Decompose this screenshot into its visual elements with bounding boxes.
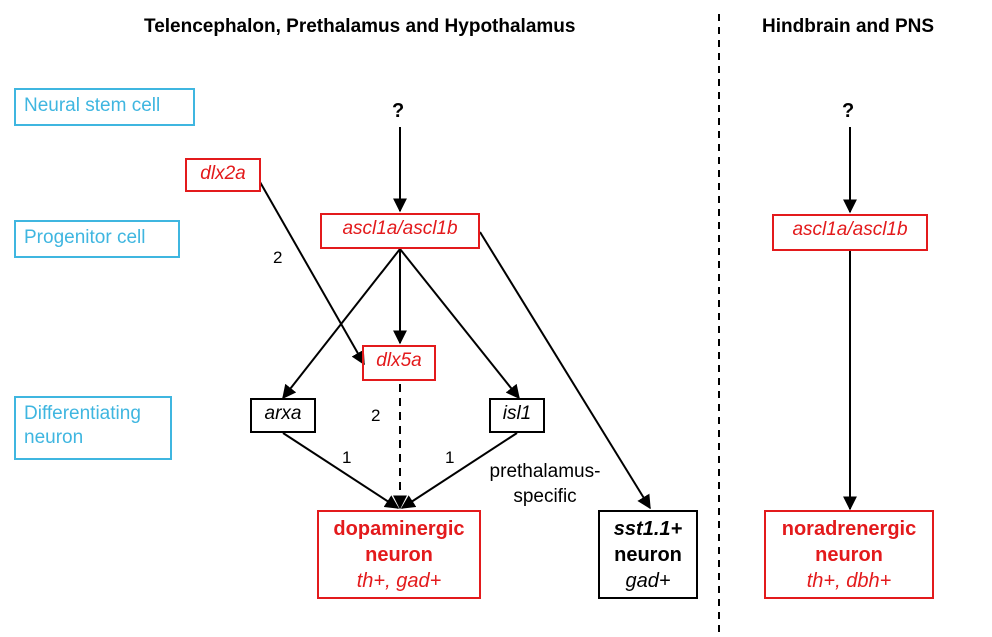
stage-progenitor-cell: Progenitor cell [14,220,180,258]
gene-ascl1-right: ascl1a/ascl1b [772,214,928,251]
sst-title: sst1.1+ [613,518,683,540]
stage-neural-stem-cell: Neural stem cell [14,88,195,126]
prethalamus-specific-note: prethalamus- specific [478,459,612,509]
arrow-ascl1-to-arxa [282,248,401,400]
edge-label-isl1-dopa: 1 [445,448,455,467]
stage-differentiating-neuron: Differentiating neuron [14,396,172,460]
sst-markers: gad+ [625,570,671,592]
left-panel-title: Telencephalon, Prethalamus and Hypothala… [144,16,576,37]
sst-neuron-box: sst1.1+ neuron gad+ [598,510,698,599]
gene-dlx5a: dlx5a [362,345,436,381]
arrow-dlx2a-to-dlx5a [259,181,365,366]
prethalamus-note-line1: prethalamus- [489,461,601,482]
gene-dlx2a: dlx2a [185,158,261,192]
arrow-isl1-to-dopaminergic [400,432,518,509]
sst-subtitle: neuron [614,544,682,566]
arrow-ascl1-to-sst [479,231,651,510]
unknown-upstream-right: ? [842,100,855,122]
dopaminergic-title: dopaminergic [333,518,465,540]
edge-label-dlx5a-dopa: 2 [371,406,381,425]
gene-arxa: arxa [250,398,316,433]
dopaminergic-subtitle: neuron [365,544,433,566]
gene-isl1: isl1 [489,398,545,433]
prethalamus-note-line2: specific [513,486,577,507]
edge-label-arxa-dopa: 1 [342,448,352,467]
gene-ascl1-left: ascl1a/ascl1b [320,213,480,249]
noradrenergic-neuron-box: noradrenergic neuron th+, dbh+ [764,510,934,599]
noradrenergic-title: noradrenergic [781,518,917,540]
edge-label-dlx2a-dlx5a: 2 [273,248,283,267]
noradrenergic-subtitle: neuron [815,544,883,566]
arrow-arxa-to-dopaminergic [282,432,400,509]
stage-differentiating-line2: neuron [24,427,84,448]
right-panel-title: Hindbrain and PNS [762,16,935,37]
dopaminergic-neuron-box: dopaminergic neuron th+, gad+ [317,510,481,599]
stage-differentiating-line1: Differentiating [24,403,141,424]
dopaminergic-markers: th+, gad+ [356,570,442,592]
arrow-ascl1-to-isl1 [399,248,520,400]
noradrenergic-markers: th+, dbh+ [806,570,892,592]
unknown-upstream-left: ? [392,100,405,122]
